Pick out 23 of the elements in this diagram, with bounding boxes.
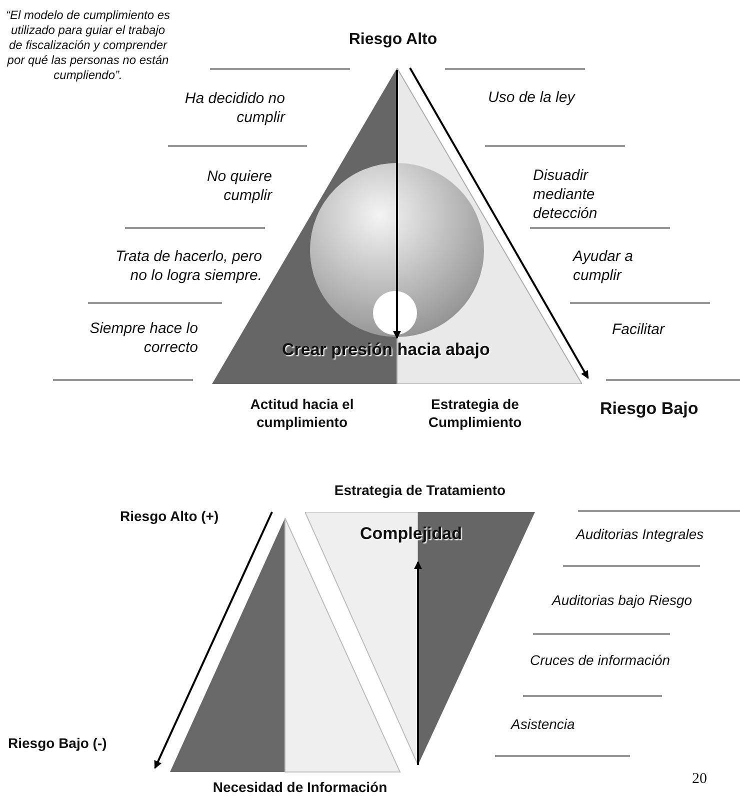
category-label: Facilitar (612, 321, 666, 340)
quote-text: “El modelo de cumplimiento es utilizado para guiar el trabajo de fiscalización y comprender por qué las personas no están cumpliendo”. (4, 8, 172, 83)
category-label: Ha decidido no cumplir (184, 90, 285, 128)
category-label: Siempre hace lo correcto (88, 320, 198, 358)
page-number: 20 (692, 770, 708, 789)
category-label: Trata de hacerlo, pero no lo logra siempre. (114, 248, 262, 286)
category-label: Uso de la ley (488, 89, 576, 108)
category-label: Auditorias Integrales (576, 526, 705, 544)
category-label: Cruces de información (530, 652, 672, 670)
axis-label: Riesgo Alto (+) (120, 508, 220, 526)
category-label: No quiere cumplir (206, 168, 272, 206)
column-heading: Necesidad de Información (212, 779, 388, 796)
category-label: Auditorias bajo Riesgo (552, 592, 694, 610)
column-heading: Actitud hacia el cumplimiento (249, 396, 355, 431)
axis-label: Riesgo Bajo (600, 398, 700, 420)
column-heading: Estrategia de Cumplimiento (427, 396, 523, 431)
axis-label: Riesgo Bajo (-) (8, 735, 108, 752)
category-label: Asistencia (511, 716, 576, 734)
column-heading: Estrategia de Tratamiento (333, 482, 507, 500)
shape-label: Crear presión hacia abajo (282, 340, 490, 360)
category-label: Disuadir mediante detección (533, 167, 598, 224)
category-label: Ayudar a cumplir (573, 248, 634, 286)
axis-label: Riesgo Alto (348, 30, 438, 50)
